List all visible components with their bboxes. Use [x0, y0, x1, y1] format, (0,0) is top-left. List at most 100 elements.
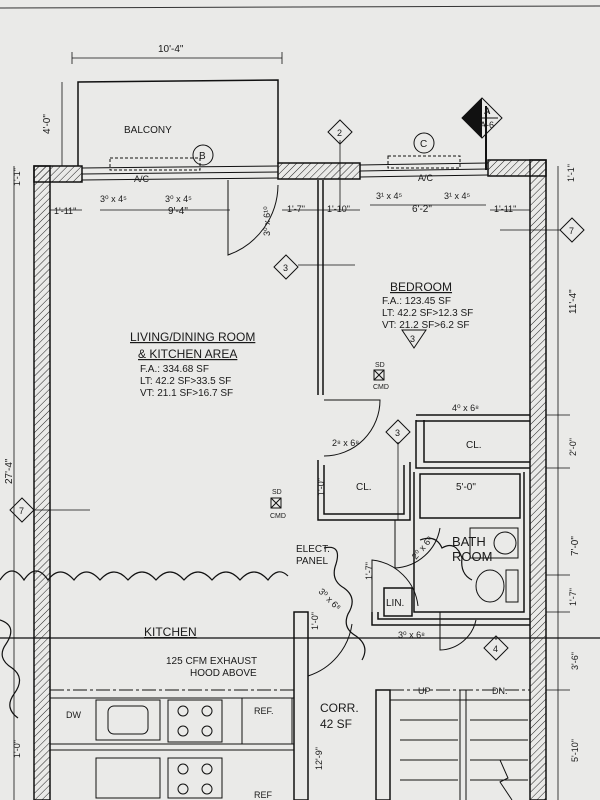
dim-bed-depth: 11'-4" — [568, 289, 579, 314]
leader-lines — [34, 229, 560, 640]
dim-balcony-depth: 4'-0" — [42, 114, 53, 134]
wall-left — [33, 165, 51, 800]
windows — [81, 155, 489, 181]
svg-text:4: 4 — [493, 644, 498, 654]
room-living-fa: F.A.: 334.68 SF — [140, 364, 209, 375]
room-closet: CL. — [466, 440, 482, 451]
wall-ac-2: A/C — [418, 173, 434, 183]
room-elect: ELECT. — [296, 544, 330, 555]
room-linen: LIN. — [386, 598, 404, 609]
room-elect-2: PANEL — [296, 556, 328, 567]
door-swings — [227, 180, 477, 677]
wall-tag-2: 2 — [327, 119, 353, 145]
room-living-name: LIVING/DINING ROOM — [130, 330, 255, 344]
kitchen-counter — [50, 689, 530, 799]
interior-walls — [293, 180, 530, 800]
dim-left-low: 1'-0" — [12, 740, 22, 758]
wall-top-mid — [277, 162, 361, 180]
room-living-lt: LT: 42.2 SF>33.5 SF — [140, 376, 231, 387]
dim-corr-len: 12'-9" — [314, 747, 324, 770]
wall-top-right — [487, 159, 547, 177]
svg-text:7: 7 — [19, 506, 24, 516]
dim-lower: 5'-10" — [570, 739, 580, 762]
dim-door-lin: 1'-7" — [364, 562, 374, 580]
wall-top-left — [33, 165, 83, 183]
room-corridor: CORR. — [320, 701, 359, 715]
section-marker: A A-6 — [461, 97, 503, 139]
svg-text:7: 7 — [569, 226, 574, 236]
grid-tag-b: B — [192, 144, 214, 166]
dim-bal-opening: 9'-4" — [168, 206, 188, 217]
svg-text:CMD: CMD — [270, 513, 286, 520]
room-corridor-area: 42 SF — [320, 717, 352, 731]
smoke-detector-living: SD CMD — [270, 489, 286, 520]
wall-ac-1: A/C — [134, 174, 150, 184]
svg-text:A: A — [484, 106, 491, 116]
revision-cloud — [0, 537, 473, 719]
dim-bath-depth: 7'-0" — [570, 536, 581, 556]
dim-top-width: 10'-4" — [158, 44, 184, 55]
dim-wall-offset: 1'-1" — [12, 168, 22, 186]
wall-tag-4: 4 — [483, 635, 509, 661]
smoke-detector-bedroom: SD CMD — [373, 362, 389, 391]
svg-text:A-6: A-6 — [480, 120, 494, 130]
dim-tub: 5'-0" — [456, 482, 476, 493]
room-balcony: BALCONY — [124, 125, 172, 136]
kitchen-note-2: HOOD ABOVE — [190, 668, 257, 679]
svg-text:SD: SD — [272, 489, 282, 496]
range — [167, 699, 223, 743]
dim-door-3-6-10: 3⁰ x 6¹⁰ — [262, 206, 272, 236]
svg-text:B: B — [199, 151, 206, 162]
svg-text:2: 2 — [337, 128, 342, 138]
room-closet-2: CL. — [356, 482, 372, 493]
room-living-name-2: & KITCHEN AREA — [138, 347, 237, 361]
wall-tag-7a: 7 — [559, 217, 585, 243]
room-bedroom-vt: VT: 21.2 SF>6.2 SF — [382, 320, 470, 331]
room-living-vt: VT: 21.1 SF>16.7 SF — [140, 388, 233, 399]
wall-tag-3b: 3 — [385, 419, 411, 445]
dim-bal-win1: 3⁰ x 4⁵ — [100, 194, 127, 204]
kitchen-note-1: 125 CFM EXHAUST — [166, 656, 257, 667]
bath-fixtures — [469, 527, 519, 603]
dim-bed-door: 2⁸ x 6⁸ — [332, 438, 359, 448]
dim-pier-a: 1'-7" — [287, 204, 305, 214]
appliance-dw: DW — [66, 710, 81, 720]
room-bedroom-name: BEDROOM — [390, 280, 452, 294]
dim-bed-win2: 3¹ x 4⁵ — [444, 191, 471, 201]
svg-text:3: 3 — [395, 428, 400, 438]
svg-text:3: 3 — [283, 263, 288, 273]
dim-left-return: 1'-11" — [54, 206, 76, 216]
dim-closet-depth: 2'-0" — [568, 438, 578, 456]
dim-small-b: 1'-0" — [316, 478, 326, 496]
appliance-ref: REF. — [254, 706, 274, 716]
dimension-lines — [13, 52, 570, 800]
room-bath-name: BATH — [452, 534, 486, 549]
dim-bath-pier: 1'-7" — [568, 588, 578, 606]
stairs — [390, 690, 530, 800]
svg-text:C: C — [420, 139, 427, 150]
grid-tag-c: C — [413, 132, 435, 154]
dim-closet-door: 4⁰ x 6⁸ — [452, 403, 479, 413]
wall-tag-7b: 7 — [9, 497, 35, 523]
sheet-border — [0, 5, 600, 639]
dim-overall-depth: 27'-4" — [4, 458, 15, 484]
svg-text:SD: SD — [375, 362, 385, 369]
wall-right — [529, 159, 547, 800]
sink — [95, 699, 161, 741]
room-bath-name-2: ROOM — [452, 549, 492, 564]
svg-text:3: 3 — [410, 334, 415, 344]
refrigerator — [241, 697, 293, 745]
room-kitchen-name: KITCHEN — [144, 625, 197, 639]
room-bedroom-lt: LT: 42.2 SF>12.3 SF — [382, 308, 473, 319]
dim-right-return: 1'-11" — [494, 204, 516, 214]
dim-small-a: 1'-0" — [310, 612, 320, 630]
room-bedroom-fa: F.A.: 123.45 SF — [382, 296, 451, 307]
balcony-outline — [77, 79, 279, 166]
dim-bed-opening: 6'-2" — [412, 204, 432, 215]
wall-tag-3a: 3 — [273, 254, 299, 280]
dim-door-entry: 3⁰ x 6⁸ — [398, 630, 425, 640]
dim-pier-b: 1'-10" — [327, 204, 350, 214]
wall-tag-3c: 3 — [401, 329, 427, 349]
